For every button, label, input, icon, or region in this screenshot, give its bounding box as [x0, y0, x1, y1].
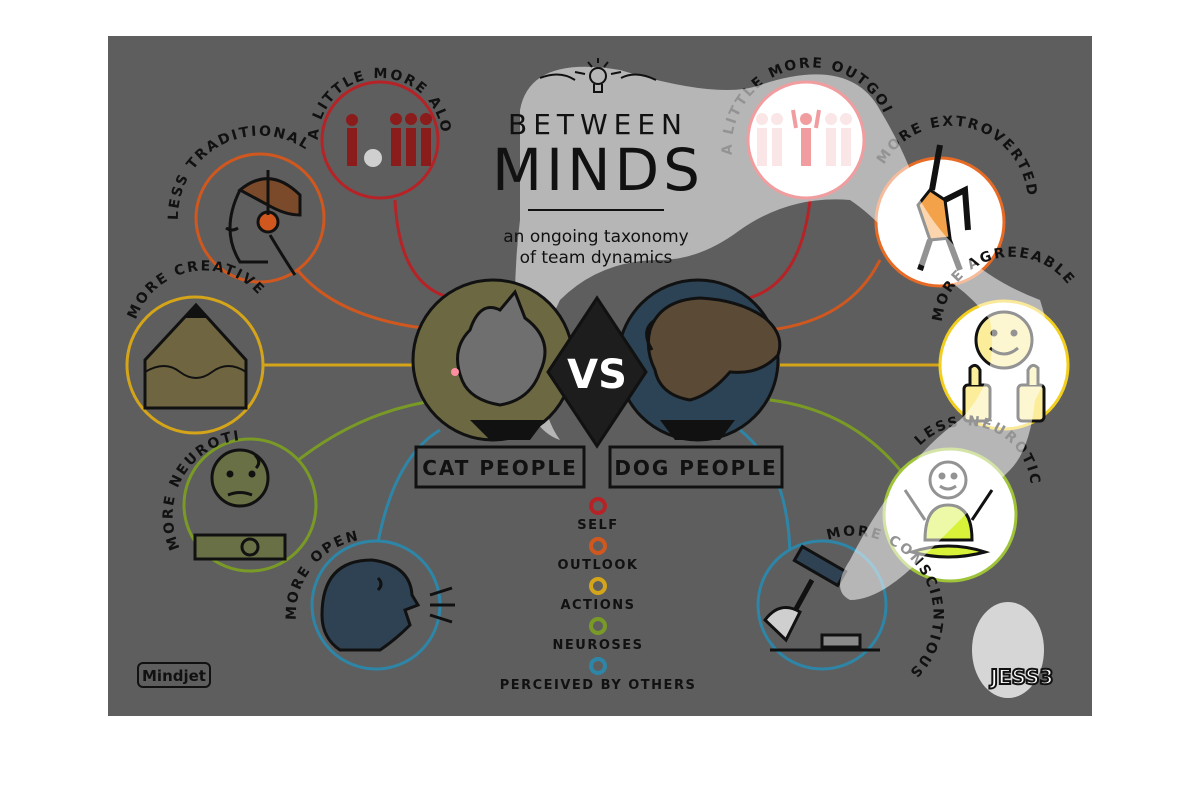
title-block: BETWEEN MINDS an ongoing taxonomy of tea… [492, 58, 704, 268]
legend-dot [589, 577, 607, 595]
mindjet-logo-text: Mindjet [142, 667, 206, 685]
legend-dot [589, 617, 607, 635]
legend-label: NEUROSES [553, 638, 644, 653]
connector-neurotic-left [291, 398, 441, 467]
legend-dot [589, 537, 607, 555]
node-creative [125, 295, 265, 435]
node-open [310, 539, 455, 671]
mindjet-logo: Mindjet [137, 662, 211, 688]
connector-aloof [393, 199, 471, 302]
vs-label: VS [567, 352, 627, 398]
node-traditional [194, 152, 326, 284]
headphones-face-icon [225, 170, 302, 276]
connector-neurotic-right [769, 398, 902, 471]
jess3-logo-text: JESS3 [989, 665, 1054, 689]
title-line2: MINDS [492, 136, 704, 204]
legend-dot [589, 497, 607, 515]
legend: SELF OUTLOOK ACTIONS NEUROSES PERCEIVED BY O… [500, 497, 697, 693]
people-icon [346, 113, 432, 167]
legend-label: OUTLOOK [558, 558, 639, 573]
dog-people-label: DOG PEOPLE [614, 456, 777, 480]
subtitle-line2: of team dynamics [520, 248, 673, 268]
jess3-logo: JESS3 [988, 664, 1055, 690]
gavel-icon [762, 544, 880, 652]
node-neurotic-left [182, 437, 318, 573]
subtitle-line1: an ongoing taxonomy [503, 227, 688, 247]
title-line1: BETWEEN [508, 108, 688, 141]
dog-portrait [616, 278, 782, 442]
cat-people-label: CAT PEOPLE [422, 456, 578, 480]
legend-dot [589, 657, 607, 675]
cat-portrait [411, 278, 575, 442]
speaking-head-icon [320, 558, 455, 652]
legend-label: ACTIONS [560, 598, 635, 613]
legend-label: PERCEIVED BY OTHERS [500, 678, 697, 693]
worried-face-icon [193, 448, 287, 561]
connector-outgoing [739, 199, 812, 302]
dog-people-label-box: DOG PEOPLE [608, 445, 784, 489]
connector-extroverted [769, 259, 882, 332]
highlight-overlay [515, 66, 1049, 698]
connector-open [373, 428, 441, 561]
node-aloof [320, 80, 440, 200]
vs-diamond: VS [546, 295, 648, 449]
lightbulb-icon [539, 58, 657, 93]
cat-people-label-box: CAT PEOPLE [414, 445, 586, 489]
legend-label: SELF [577, 518, 618, 533]
pencil-icon [143, 302, 248, 410]
connector-traditional [288, 259, 441, 332]
